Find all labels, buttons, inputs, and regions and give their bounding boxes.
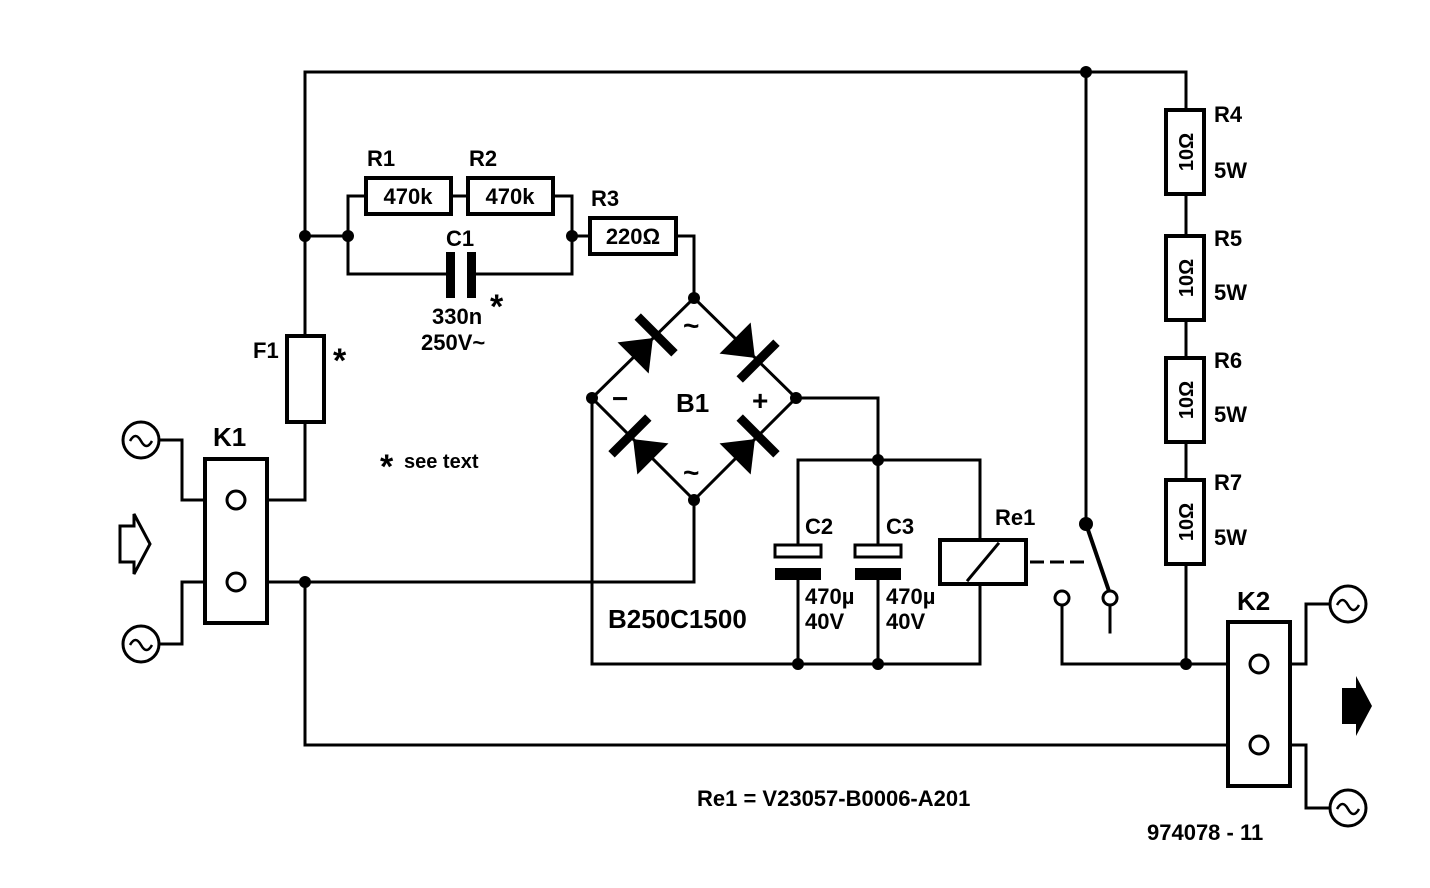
input-arrow-icon — [118, 513, 152, 575]
re1-label: Re1 — [995, 505, 1035, 530]
r6-rating: 5W — [1214, 402, 1247, 427]
c3-value: 470µ — [886, 584, 935, 609]
resistor-r1: 470k R1 — [364, 146, 453, 216]
r7-value: 10Ω — [1176, 503, 1198, 541]
f1-footnote-marker: * — [333, 342, 347, 380]
f1-label: F1 — [253, 338, 279, 363]
r7-label: R7 — [1214, 470, 1242, 495]
figure-id: 974078 - 11 — [1147, 820, 1263, 845]
r4-label: R4 — [1214, 102, 1243, 127]
connector-k2: K2 — [1226, 586, 1292, 788]
resistor-r6: 10Ω R6 5W — [1164, 348, 1247, 444]
ac-output-icon — [1328, 584, 1368, 624]
connector-k1: K1 — [203, 422, 269, 625]
fuse-f1: F1 * — [253, 334, 347, 424]
c3-label: C3 — [886, 514, 914, 539]
bridge-ac-bottom: ~ — [683, 457, 699, 488]
r4-rating: 5W — [1214, 158, 1247, 183]
relay-switch-contact — [1053, 517, 1119, 607]
ac-source-icon — [121, 420, 161, 460]
r2-value: 470k — [486, 184, 536, 209]
bridge-rectifier-b1: ~ ~ − + B1 B250C1500 — [589, 295, 799, 634]
c1-value: 330n — [432, 304, 482, 329]
diode-d1 — [617, 313, 678, 374]
c2-value: 470µ — [805, 584, 854, 609]
ac-source-icon — [121, 624, 161, 664]
k1-label: K1 — [213, 422, 246, 452]
k2-label: K2 — [1237, 586, 1270, 616]
r6-value: 10Ω — [1176, 381, 1198, 419]
bridge-minus: − — [612, 383, 628, 414]
bridge-part-number: B250C1500 — [608, 604, 747, 634]
resistor-r4: 10Ω R4 5W — [1164, 102, 1247, 196]
resistor-r3: 220Ω R3 — [588, 186, 678, 256]
bridge-plus: + — [752, 385, 768, 416]
capacitor-c3: C3 470µ 40V — [853, 514, 935, 634]
resistor-r5: 10Ω R5 5W — [1164, 226, 1247, 322]
r7-rating: 5W — [1214, 525, 1247, 550]
b1-label: B1 — [676, 388, 709, 418]
diode-d2 — [719, 322, 780, 383]
resistor-r7: 10Ω R7 5W — [1164, 470, 1247, 566]
r3-label: R3 — [591, 186, 619, 211]
r1-value: 470k — [384, 184, 434, 209]
r5-rating: 5W — [1214, 280, 1247, 305]
relay-re1: Re1 — [938, 505, 1084, 586]
c1-rating: 250V~ — [421, 330, 485, 355]
diode-d4 — [719, 414, 780, 475]
r3-value: 220Ω — [606, 224, 660, 249]
r5-value: 10Ω — [1176, 259, 1198, 297]
relay-part-note: Re1 = V23057-B0006-A201 — [697, 786, 970, 811]
footnote-marker: * — [380, 448, 394, 486]
r6-label: R6 — [1214, 348, 1242, 373]
wires — [156, 70, 1330, 810]
output-arrow-icon — [1342, 676, 1372, 736]
c2-rating: 40V — [805, 609, 844, 634]
r5-label: R5 — [1214, 226, 1242, 251]
r2-label: R2 — [469, 146, 497, 171]
footnote: * see text — [380, 448, 479, 486]
c1-footnote-marker: * — [490, 288, 504, 326]
c2-label: C2 — [805, 514, 833, 539]
capacitor-c1: C1 330n 250V~ * — [421, 226, 504, 355]
diode-d3 — [608, 414, 669, 475]
c1-label: C1 — [446, 226, 474, 251]
ac-output-icon — [1328, 788, 1368, 828]
resistor-r2: 470k R2 — [466, 146, 555, 216]
r4-value: 10Ω — [1176, 133, 1198, 171]
capacitor-c2: C2 470µ 40V — [773, 514, 854, 634]
bridge-ac-top: ~ — [683, 310, 699, 341]
footnote-text: see text — [404, 451, 479, 473]
r1-label: R1 — [367, 146, 395, 171]
c3-rating: 40V — [886, 609, 925, 634]
